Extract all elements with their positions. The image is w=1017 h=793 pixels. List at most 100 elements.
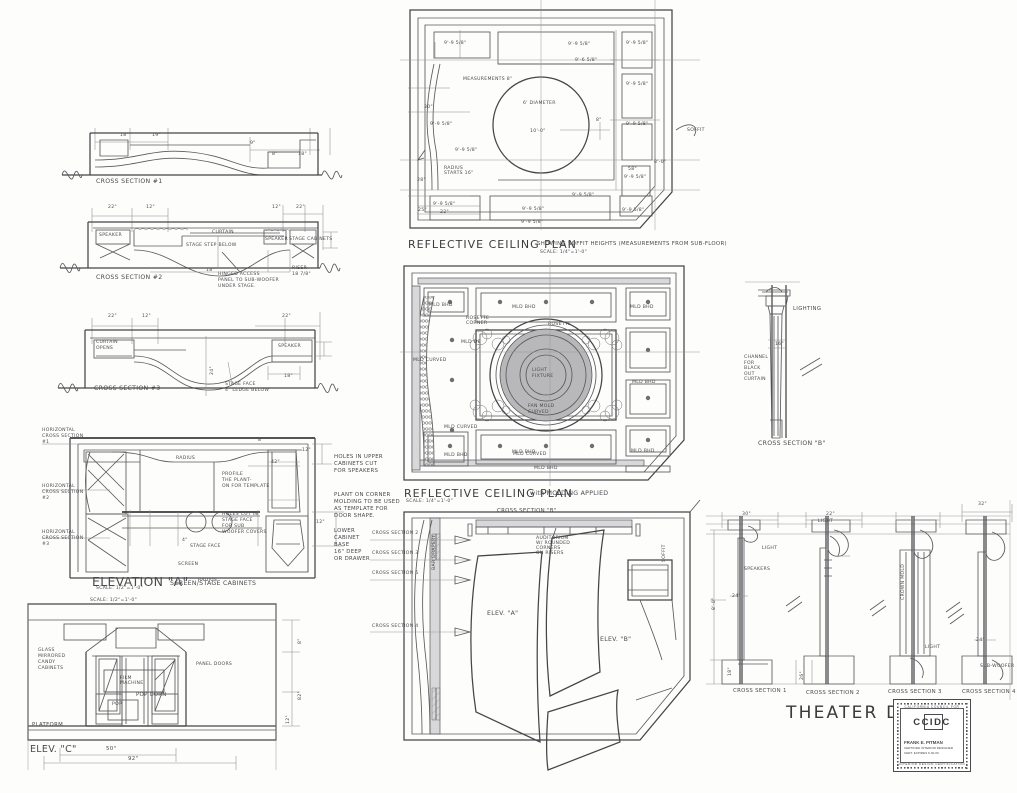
stamp-cert-expiry: CERT. EXPIRES 6-30-09 <box>904 751 939 755</box>
cross-section-3-linework <box>57 312 339 396</box>
dim-ec-12: 12" <box>286 715 291 724</box>
note-cs2-riser: RISER 18 7/8" <box>292 266 311 277</box>
floorplan-tag-cs3: CROSS SECTION 3 <box>372 551 419 556</box>
rcp2-note-mld-bhd-8: MLD BHD <box>534 466 558 471</box>
note-ea-holes-cut-stage-face: HOLES CUT IN STAGE FACE FOR SUB WOOFER C… <box>222 512 267 535</box>
dim-cs2-18: 18" <box>206 268 215 273</box>
note-cs3-curtain-opens: CURTAIN OPENS <box>96 340 118 351</box>
elevation-a-linework <box>42 437 344 579</box>
note-cs2-curtain: CURTAIN <box>212 230 234 235</box>
dim-csrow-22: 22" <box>826 512 835 517</box>
dim-ec-50: 50" <box>106 746 117 752</box>
dim-cs2-22b: 22" <box>296 205 305 210</box>
floorplan-note-auditorium: AUDITORIUM W/ ROUNDED CORNERS ON RISERS <box>536 536 571 556</box>
rcp2-note-light-fixture: LIGHT FIXTURE <box>532 368 554 379</box>
rcp1-h9: 9'-9 5/8" <box>433 202 456 207</box>
label-elevation-a: ELEVATION "A" <box>92 574 189 589</box>
floorplan-elev-b: ELEV. "B" <box>600 636 632 643</box>
note-cs2-stage-cabinets: STAGE CABINETS <box>289 237 333 242</box>
rcp1-dim-30: 30" <box>424 105 433 110</box>
floorplan-tag-cs2: CROSS SECTION 2 <box>372 531 419 536</box>
rcp2-note-mld-bhd-6: MLD BHD <box>631 449 655 454</box>
stamp-designer-name: FRANK E. PITMAN <box>904 740 943 745</box>
dim-cs3-24: 24" <box>210 366 215 375</box>
note-ea-profile-plant-on: PROFILE THE PLANT- ON FOR TEMPLATE <box>222 472 270 489</box>
label-cs-row-3: CROSS SECTION 3 <box>888 689 942 695</box>
rcp2-note-mld-curved-2: MLD CURVED <box>444 425 478 430</box>
note-ea-holes-upper-cabinets: HOLES IN UPPER CABINETS CUT FOR SPEAKERS <box>334 454 383 474</box>
dim-ea-12: 12" <box>302 448 311 453</box>
note-csrow-subwoofer: SUB-WOOFER <box>980 664 1015 669</box>
subtitle-elevation-a: SCREEN/STAGE CABINETS <box>170 580 257 587</box>
note-csrow-light-3: LIGHT <box>925 645 941 650</box>
dim-cs1-8: 8" <box>272 152 278 157</box>
note-csb-blackout-channel: CHANNEL FOR BLACK OUT CURTAIN <box>744 355 769 382</box>
rcp2-note-rosette: ROSETTE <box>548 322 572 327</box>
rcp1-dim-22: 22" <box>440 210 449 215</box>
note-csrow-crown-mold: CROWN MOLD <box>901 563 906 600</box>
dim-cs1-18b: 18" <box>298 152 307 157</box>
cross-sections-row-linework <box>706 500 1013 700</box>
label-cross-section-3: CROSS SECTION #3 <box>94 385 161 392</box>
note-ea-radius: RADIUS <box>176 456 196 461</box>
note-ea-screen: SCREEN <box>178 562 199 567</box>
rcp1-dim-25: 25" <box>418 208 427 213</box>
rcp2-note-mld-bhd-1: MLD BHD <box>512 305 536 310</box>
rcp1-h7: 9'-9 5/8" <box>624 175 647 180</box>
rcp1-h1: 9'-9 5/8" <box>444 41 467 46</box>
callout-hinged-access-panel: HINGED ACCESS PANEL TO SUB-WOOFER UNDER … <box>218 272 279 289</box>
rcp2-linework <box>400 260 700 486</box>
floorplan-tag-cs4: CROSS SECTION 4 <box>372 624 419 629</box>
rcp2-note-mld-bhd-2: MLD BHD <box>630 305 654 310</box>
stamp-bottom-band: INTERIOR DESIGN CERTIFICATION <box>898 762 966 766</box>
dim-cs2-22: 22" <box>108 205 117 210</box>
dim-ea-42: 42" <box>271 460 280 465</box>
floorplan-tag-cs5: CROSS SECTION 5 <box>372 571 419 576</box>
cross-section-1-linework <box>61 128 343 180</box>
label-cs-row-2: CROSS SECTION 2 <box>806 690 860 696</box>
dim-csrow-32: 32" <box>978 502 987 507</box>
rcp1-h8: 9'-9 5/8" <box>455 148 478 153</box>
dim-cs3-22b: 22" <box>282 314 291 319</box>
note-ea-stage-face: STAGE FACE <box>190 544 221 549</box>
floorplan-note-bar-drapery: BAR DRAPERY <box>432 534 437 570</box>
dim-ec-82: 82" <box>298 691 303 700</box>
note-ec-platform: PLATFORM <box>32 722 64 728</box>
stamp-top-band: CALIFORNIA COUNCIL FOR <box>904 705 960 709</box>
dim-csrow-26: 26" <box>800 671 805 680</box>
rcp1-circle-height: 10'-0" <box>530 129 546 134</box>
designer-stamp: CALIFORNIA COUNCIL FOR CCIDC FRANK E. PI… <box>893 699 971 772</box>
stamp-designer-title: CERTIFIED INTERIOR DESIGNER <box>904 746 953 750</box>
rcp2-note-fan-mold-curved: FAN MOLD CURVED <box>528 404 555 415</box>
title-reflective-ceiling-plan-1: REFLECTIVE CEILING PLAN <box>408 238 577 251</box>
floorplan-elev-a: ELEV. "A" <box>487 610 519 617</box>
callout-stage-face-ledge: STAGE FACE 4" LEDGE BELOW <box>225 382 270 393</box>
rcp1-note-measurements: MEASUREMENTS 8" <box>463 77 513 82</box>
label-cross-section-2: CROSS SECTION #2 <box>96 274 163 281</box>
dim-cs1-18: 18" <box>120 133 129 138</box>
scale-elevation-c: SCALE: 1/2"=1'-0" <box>90 598 138 603</box>
note-ec-panel-doors: PANEL DOORS <box>196 662 233 667</box>
stamp-dotted-border <box>896 702 968 769</box>
label-elevation-c: ELEV. "C" <box>30 744 77 755</box>
dim-csrow-30: 30" <box>742 512 751 517</box>
label-cs-row-4: CROSS SECTION 4 <box>962 689 1016 695</box>
dim-ec-92: 92" <box>128 756 139 762</box>
note-csb-lighting: LIGHTING <box>793 306 822 312</box>
rcp1-dim-28: 28" <box>417 178 426 183</box>
rcp2-note-mld-bhd-4: MLD BHD <box>444 453 468 458</box>
floorplan-top-tag: CROSS SECTION "B" <box>497 508 557 514</box>
stamp-id-box <box>924 714 943 730</box>
subtitle-reflective-ceiling-plan-2: with MOLDING APPLIED <box>530 490 609 497</box>
dim-ea-4: 4" <box>182 538 188 543</box>
scale-reflective-ceiling-plan-1: SCALE: 1/4"=1'-0" <box>540 250 588 255</box>
label-cs-row-1: CROSS SECTION 1 <box>733 688 787 694</box>
note-ec-popcorn: POP CORN <box>136 692 167 698</box>
label-cross-section-1: CROSS SECTION #1 <box>96 178 163 185</box>
rcp1-h3: 9'-9 5/8" <box>626 41 649 46</box>
rcp2-note-mld-dp: MLD DP <box>461 340 481 345</box>
rcp2-note-mld-curved-1: MLD CURVED <box>413 358 447 363</box>
dim-csrow-8ft: 8'-0" <box>712 597 717 610</box>
